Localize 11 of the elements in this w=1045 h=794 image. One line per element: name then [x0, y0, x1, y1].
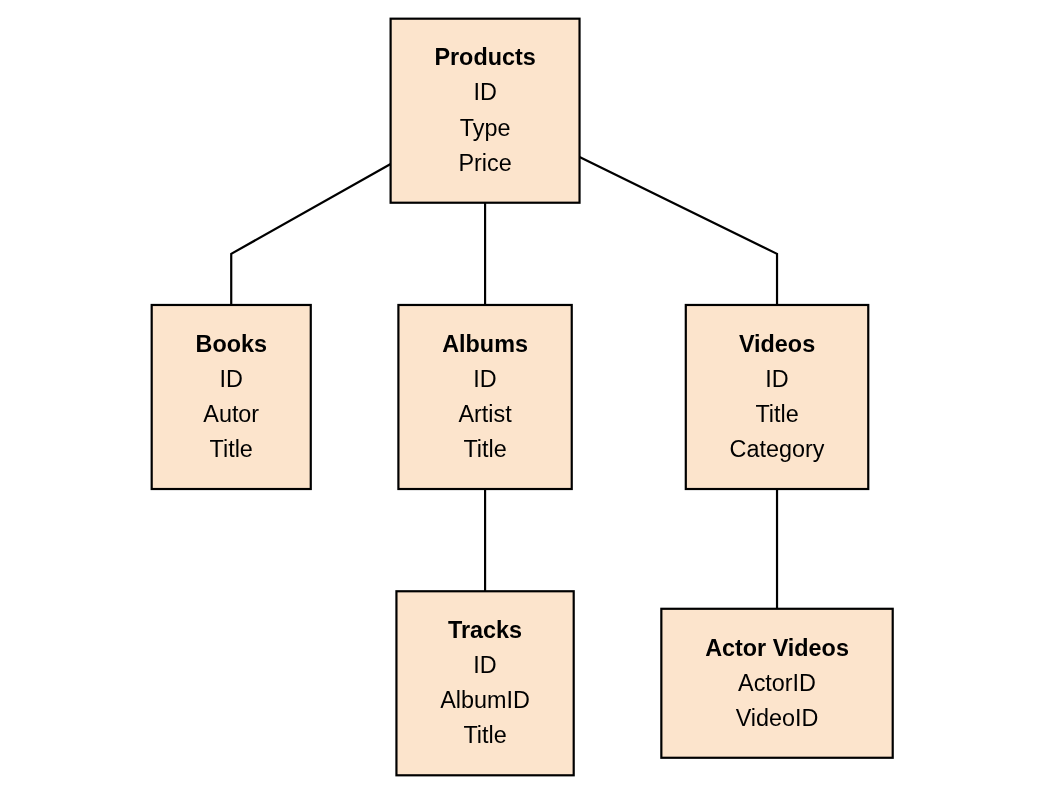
connector	[484, 202, 487, 305]
node-box	[395, 590, 576, 777]
connector	[579, 156, 779, 305]
node-box	[389, 17, 581, 204]
connector	[484, 489, 487, 592]
diagram: Products ID Type Price Books ID Autor Title Albums ID Artist Title Videos ID Title Category Tracks ID AlbumID Title Actor Videos ActorID VideoID	[140, 7, 905, 787]
node-box	[397, 303, 574, 491]
node-box	[660, 607, 895, 759]
node-box	[685, 303, 870, 491]
node-box	[150, 303, 313, 491]
connector	[776, 489, 779, 609]
